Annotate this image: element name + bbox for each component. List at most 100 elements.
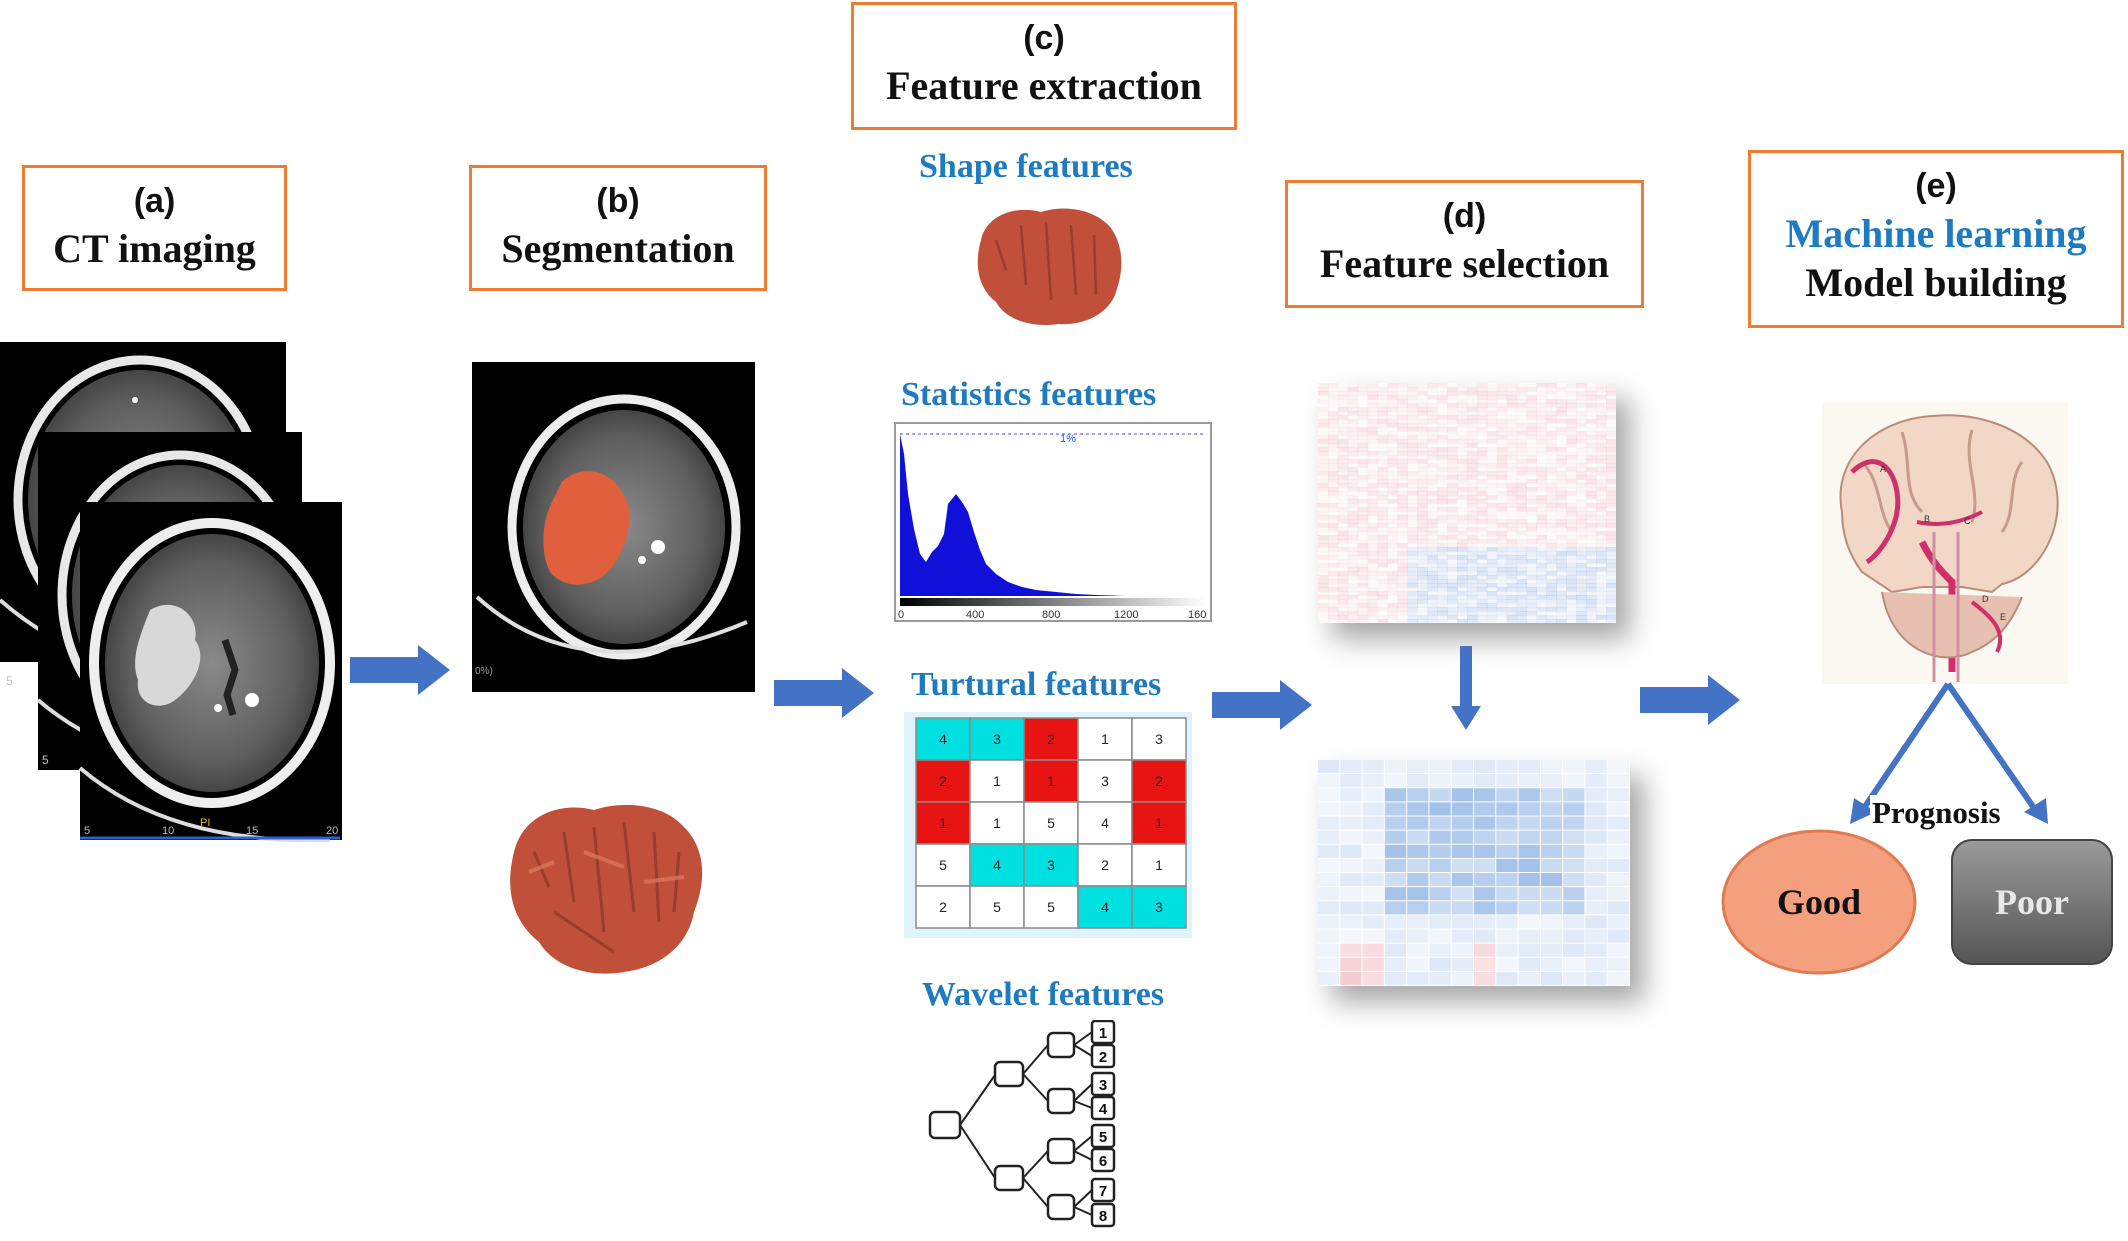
texture-cell-value: 5 <box>1047 815 1055 831</box>
texture-cell-value: 1 <box>1047 773 1055 789</box>
brain-label-a: A <box>1880 464 1886 474</box>
prognosis-label: Prognosis <box>1870 795 2003 831</box>
texture-cell-value: 4 <box>939 731 947 747</box>
texture-cell: 5 <box>1023 885 1079 929</box>
ct-image-stack: 5 5 5 10 <box>0 340 345 845</box>
texture-cell: 2 <box>1077 843 1133 887</box>
ct-side-mark-2: 5 <box>42 753 49 767</box>
texture-cell-value: 2 <box>1155 773 1163 789</box>
texture-cell-value: 1 <box>1101 731 1109 747</box>
step-c-title: Feature extraction <box>886 63 1202 108</box>
wavelet-leaf: 8 <box>1090 1202 1116 1228</box>
texture-cell: 1 <box>1131 843 1187 887</box>
texture-cell-value: 1 <box>993 815 1001 831</box>
brain-label-c: C <box>1964 516 1971 526</box>
texture-cell-value: 4 <box>1101 899 1109 915</box>
texture-cell: 4 <box>1077 885 1133 929</box>
wavelet-node <box>1046 1087 1076 1115</box>
outcome-good-label: Good <box>1777 882 1861 922</box>
texture-cell-value: 3 <box>1101 773 1109 789</box>
segmented-lesion <box>543 471 630 585</box>
texture-cell-value: 2 <box>939 899 947 915</box>
wavelet-leaf: 5 <box>1090 1123 1116 1149</box>
wavelet-node <box>993 1060 1025 1088</box>
texture-cell: 5 <box>915 843 971 887</box>
arrow-c-to-d <box>1212 680 1317 730</box>
step-b-title: Segmentation <box>501 226 735 271</box>
texture-cell: 1 <box>1131 801 1187 845</box>
shape-features-3d-lesion <box>966 200 1126 330</box>
wavelet-leaf: 4 <box>1090 1095 1116 1121</box>
svg-text:7: 7 <box>1099 1183 1107 1200</box>
step-a-letter: (a) <box>133 182 176 220</box>
ct-ruler-15: 15 <box>246 825 258 837</box>
step-e-title-blue: Machine learning <box>1785 211 2087 256</box>
svg-text:5: 5 <box>1099 1129 1107 1146</box>
texture-cell: 3 <box>1131 885 1187 929</box>
texture-cell-value: 1 <box>993 773 1001 789</box>
wavelet-leaf: 1 <box>1090 1020 1116 1045</box>
ct-ruler-10: 10 <box>162 825 174 837</box>
texture-cell-value: 5 <box>1047 899 1055 915</box>
histogram-tick-0: 0 <box>898 609 904 620</box>
arrow-b-to-c <box>774 668 879 718</box>
ct-pi-label: PI <box>200 817 210 829</box>
texture-cell-value: 5 <box>939 857 947 873</box>
wavelet-root-node <box>928 1110 962 1140</box>
histogram-tick-800: 800 <box>1042 609 1060 620</box>
prognosis-arrows <box>1840 680 2060 828</box>
texture-cell-value: 2 <box>939 773 947 789</box>
texture-cell-value: 3 <box>1047 857 1055 873</box>
shape-features-heading: Shape features <box>919 148 1133 185</box>
step-d-box: (d) Feature selection <box>1285 180 1644 308</box>
texture-cell-value: 3 <box>993 731 1001 747</box>
texture-cell: 2 <box>915 885 971 929</box>
histogram-panel: 1% 0 400 800 1200 160 <box>894 422 1212 622</box>
feature-heatmap-full <box>1318 383 1616 623</box>
histogram-bars <box>900 434 1126 596</box>
svg-text:2: 2 <box>1099 1049 1107 1066</box>
outcome-poor-label: Poor <box>1995 882 2069 922</box>
texture-cell-value: 2 <box>1101 857 1109 873</box>
step-e-box: (e) Machine learning Model building <box>1748 150 2124 328</box>
textural-features-heading: Turtural features <box>911 666 1162 703</box>
texture-cell: 3 <box>1131 717 1187 761</box>
step-a-box: (a) CT imaging <box>22 165 287 291</box>
texture-cell-value: 1 <box>1155 815 1163 831</box>
arrow-selection-down <box>1449 646 1483 731</box>
ct-slice-front: 5 10 15 20 PI <box>78 502 342 843</box>
segmentation-ct-image: 0%) <box>472 362 755 692</box>
texture-cell: 1 <box>915 801 971 845</box>
step-c-letter: (c) <box>1023 19 1065 57</box>
statistics-features-heading: Statistics features <box>901 376 1157 413</box>
texture-cell: 2 <box>1131 759 1187 803</box>
brain-label-d: D <box>1982 594 1989 604</box>
step-b-letter: (b) <box>596 182 640 220</box>
texture-cell-value: 1 <box>939 815 947 831</box>
texture-cell-value: 4 <box>1101 815 1109 831</box>
histogram-percent-label: 1% <box>1060 433 1076 445</box>
histogram-tick-1200: 1200 <box>1114 609 1138 620</box>
brain-label-b: B <box>1924 514 1930 524</box>
texture-cell-value: 3 <box>1155 899 1163 915</box>
texture-cell: 5 <box>1023 801 1079 845</box>
step-e-letter: (e) <box>1915 167 1957 205</box>
texture-cell: 4 <box>1077 801 1133 845</box>
svg-text:1: 1 <box>1099 1025 1107 1042</box>
wavelet-features-heading: Wavelet features <box>922 976 1165 1013</box>
texture-cell: 4 <box>915 717 971 761</box>
texture-cell: 1 <box>1077 717 1133 761</box>
texture-cell: 4 <box>969 843 1025 887</box>
svg-text:3: 3 <box>1099 1077 1107 1094</box>
step-e-title: Model building <box>1805 260 2067 305</box>
texture-cell: 2 <box>915 759 971 803</box>
histogram-tick-400: 400 <box>966 609 984 620</box>
step-b-box: (b) Segmentation <box>469 165 767 291</box>
ct-side-mark-1: 5 <box>6 674 13 688</box>
histogram-tick-1600: 160 <box>1188 609 1206 620</box>
texture-cell: 3 <box>1077 759 1133 803</box>
wavelet-node <box>1046 1031 1076 1059</box>
